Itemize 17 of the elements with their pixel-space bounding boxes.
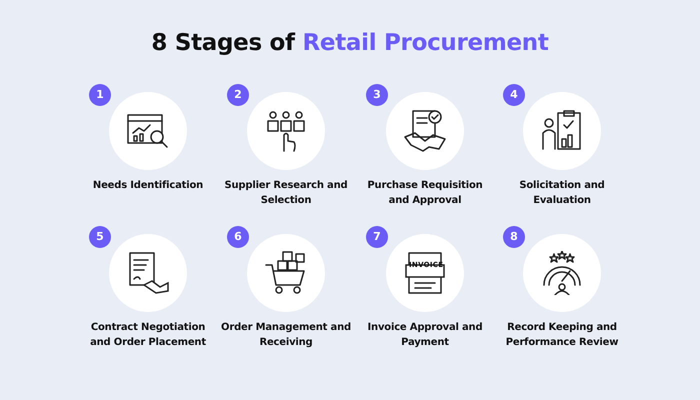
step-number-badge: 5 — [89, 226, 111, 248]
stage-label: Order Management and Receiving — [221, 321, 351, 350]
step-number-badge: 6 — [227, 226, 249, 248]
step-number-badge: 4 — [503, 84, 525, 106]
step-number-badge: 2 — [227, 84, 249, 106]
step-number-badge: 8 — [503, 226, 525, 248]
stage-label: Invoice Approval and Payment — [366, 321, 484, 350]
stage-label: Needs Identification — [92, 179, 204, 193]
stage-label: Solicitation and Evaluation — [518, 179, 606, 208]
step-number-badge: 1 — [89, 84, 111, 106]
title: 8 Stages of Retail Procurement — [150, 30, 550, 56]
step-number-badge: 7 — [366, 226, 388, 248]
stage-label: Supplier Research and Selection — [224, 179, 348, 208]
stage-label: Record Keeping and Performance Review — [504, 321, 620, 350]
stage-label: Purchase Requisition and Approval — [366, 179, 484, 208]
stage-label: Contract Negotiation and Order Placement — [89, 321, 207, 350]
step-number-badge: 3 — [366, 84, 388, 106]
